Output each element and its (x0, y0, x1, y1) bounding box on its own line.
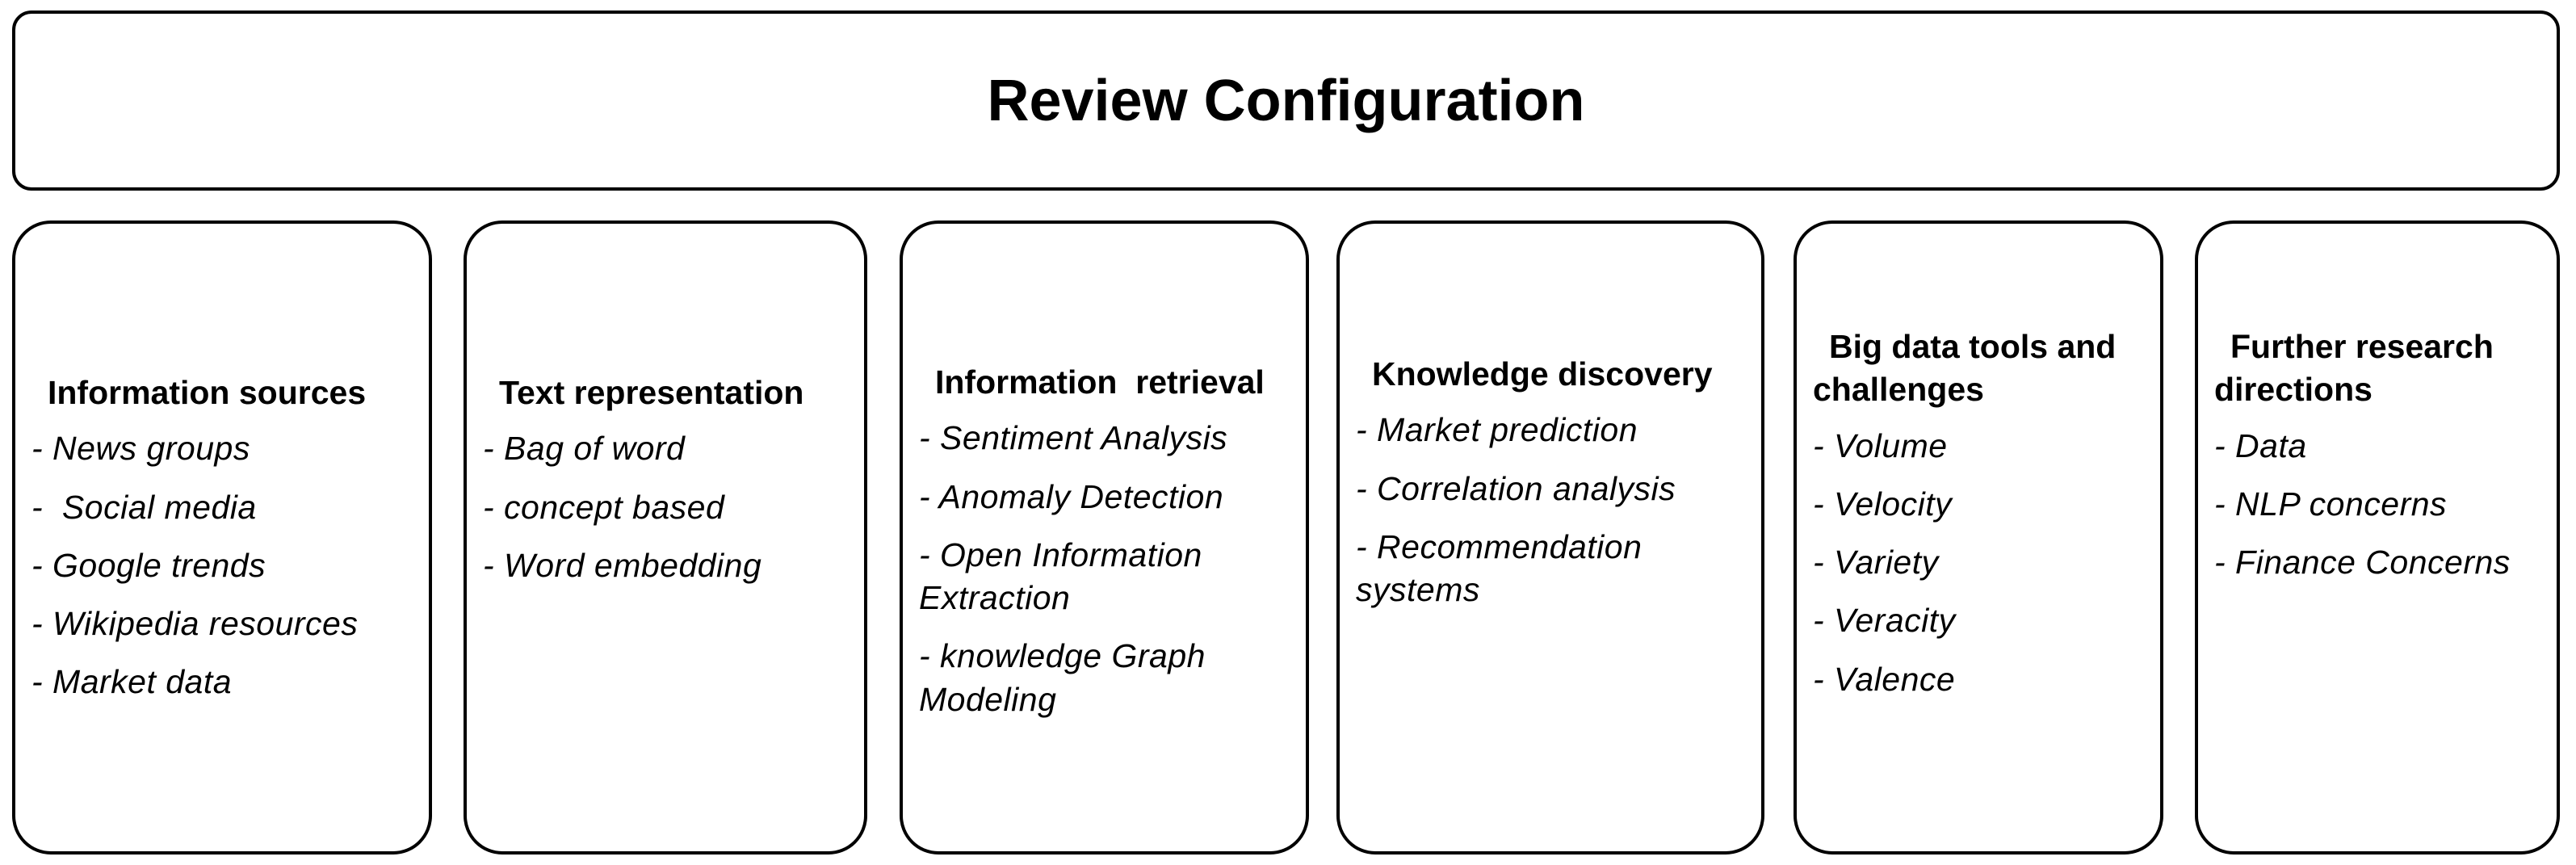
title-box: Review Configuration (12, 10, 2560, 191)
category-item: - Correlation analysis (1356, 469, 1676, 507)
category-item: - Wikipedia resources (31, 605, 359, 643)
category-heading: Further research directions (2214, 328, 2503, 409)
category-item: - Data (2214, 426, 2307, 464)
category-box-knowledge-discovery: Knowledge discovery - Market prediction … (1336, 220, 1764, 855)
category-item: - Social media (31, 488, 257, 526)
category-item: - Valence (1813, 660, 1956, 698)
category-item: - Volume (1813, 426, 1948, 464)
category-item: - Sentiment Analysis (919, 419, 1228, 457)
category-box-big-data-tools-and-challenges: Big data tools and challenges - Volume -… (1794, 220, 2163, 855)
category-item: - Variety (1813, 544, 1939, 582)
category-item: - Bag of word (483, 430, 686, 468)
category-heading: Information sources (48, 374, 367, 411)
category-item: - concept based (483, 488, 725, 526)
category-item: - News groups (31, 430, 250, 468)
category-item: - Recommendation systems (1356, 527, 1652, 609)
category-item: - Anomaly Detection (919, 477, 1224, 515)
category-item: - Word embedding (483, 546, 762, 584)
category-heading: Knowledge discovery (1372, 355, 1713, 393)
category-item: - Market data (31, 663, 233, 701)
category-heading: Text representation (499, 374, 804, 411)
category-heading: Information retrieval (935, 363, 1265, 401)
category-item: - Veracity (1813, 602, 1956, 640)
category-item: - Velocity (1813, 485, 1953, 523)
category-box-further-research-directions: Further research directions - Data - NLP… (2195, 220, 2560, 855)
category-item: - Finance Concerns (2214, 544, 2511, 582)
category-heading: Big data tools and challenges (1813, 328, 2125, 409)
category-item: - NLP concerns (2214, 485, 2448, 523)
category-box-text-representation: Text representation - Bag of word - conc… (464, 220, 867, 855)
category-item: - knowledge Graph Modeling (919, 637, 1215, 718)
diagram-title: Review Configuration (987, 68, 1585, 133)
category-item: - Market prediction (1356, 411, 1638, 449)
category-box-information-sources: Information sources - News groups - Soci… (12, 220, 432, 855)
category-item: - Google trends (31, 546, 266, 584)
category-item: - Open Information Extraction (919, 535, 1212, 617)
category-box-information-retrieval: Information retrieval - Sentiment Analys… (900, 220, 1309, 855)
